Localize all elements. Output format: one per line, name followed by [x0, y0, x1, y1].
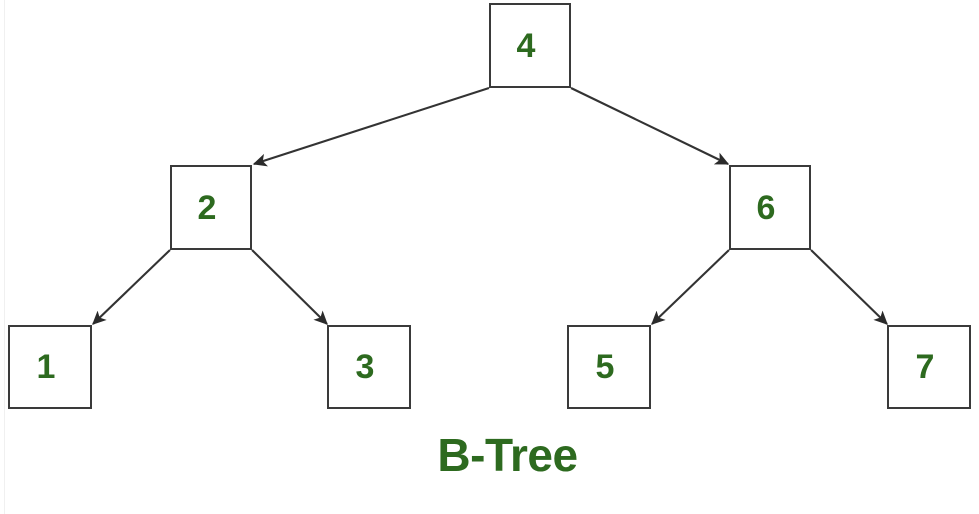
- diagram-title: B-Tree: [437, 429, 578, 481]
- tree-edge: [251, 249, 328, 325]
- tree-node-label: 4: [516, 26, 536, 65]
- tree-node-label: 3: [355, 348, 375, 386]
- tree-node-label: 1: [36, 348, 56, 386]
- tree-node-label: 6: [756, 188, 776, 227]
- tree-edge: [570, 87, 730, 165]
- page-left-rule: [4, 0, 5, 514]
- tree-node-2[interactable]: 2: [170, 165, 252, 250]
- tree-edge: [252, 87, 490, 167]
- tree-node-1[interactable]: 1: [8, 325, 92, 409]
- tree-node-6[interactable]: 6: [729, 165, 811, 250]
- tree-node-label: 5: [595, 348, 615, 386]
- tree-node-label: 7: [915, 348, 935, 386]
- tree-node-4[interactable]: 4: [489, 3, 571, 88]
- tree-edge: [810, 249, 888, 325]
- tree-node-7[interactable]: 7: [887, 325, 971, 409]
- tree-node-label: 2: [197, 188, 217, 227]
- tree-node-3[interactable]: 3: [327, 325, 411, 409]
- tree-edge: [651, 249, 730, 325]
- tree-node-5[interactable]: 5: [567, 325, 651, 409]
- tree-edge: [92, 249, 171, 325]
